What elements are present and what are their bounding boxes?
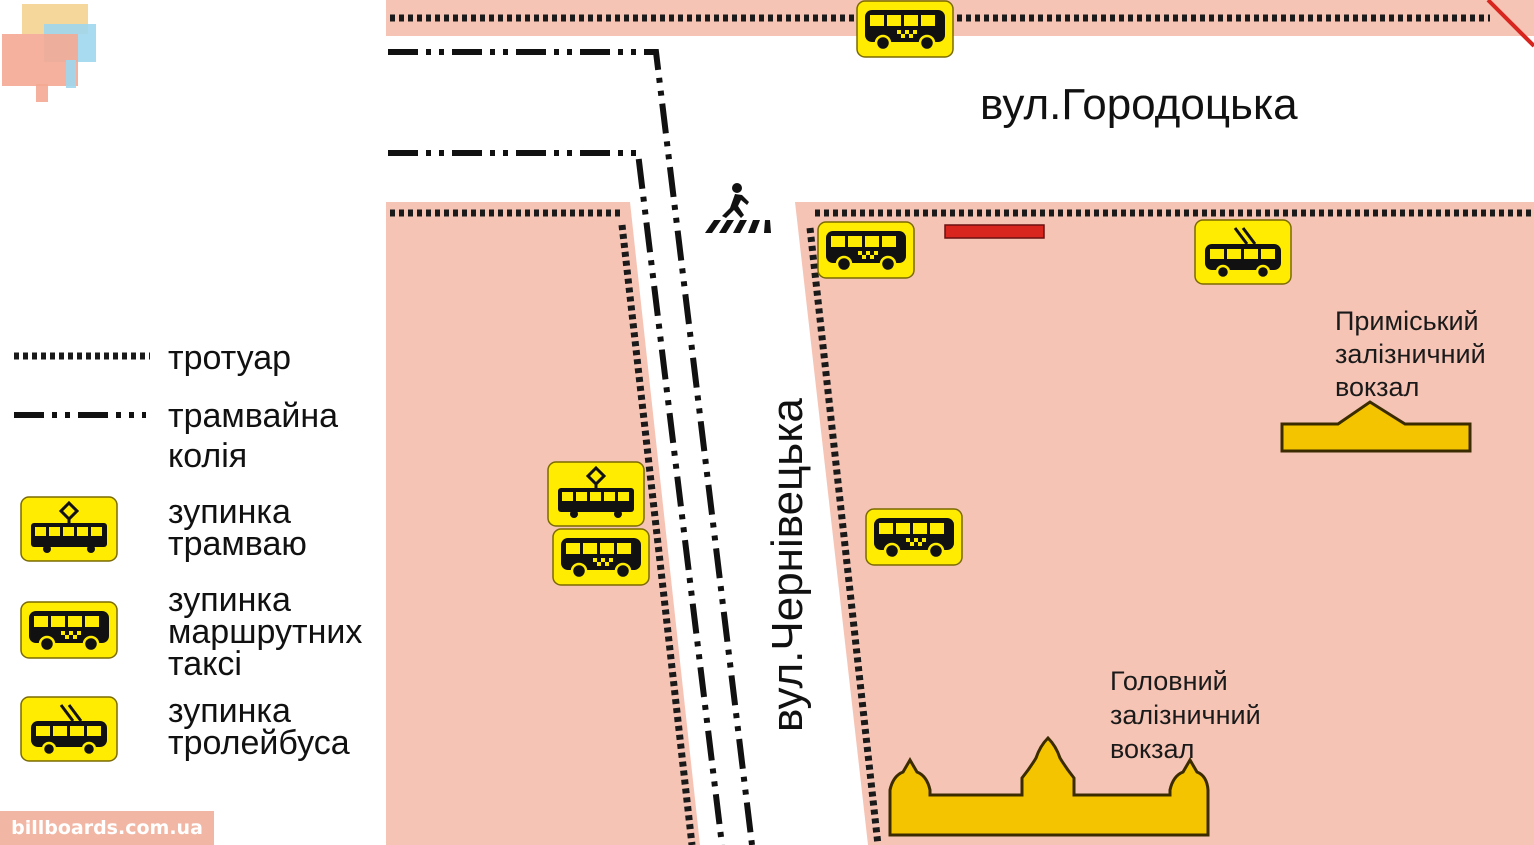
street-label-horodotska: вул.Городоцька (980, 80, 1298, 129)
railway-station-icon (888, 735, 1210, 837)
minibus-stop-icon (855, 0, 955, 59)
legend-trolleybus-stop-label: зупинка (168, 692, 291, 730)
watermark[interactable]: billboards.com.ua (0, 811, 214, 845)
trolleybus-stop-icon (1193, 218, 1293, 286)
main-station-label: вокзал (1110, 734, 1195, 764)
suburban-station-label: вокзал (1335, 372, 1420, 402)
legend-tram-stop-label: зупинка (168, 493, 291, 531)
legend-minibus-stop-label: маршрутних (168, 613, 363, 651)
legend-minibus-stop-label: зупинка (168, 581, 291, 619)
minibus-stop-icon (19, 600, 119, 660)
legend-trolleybus-stop-label: тролейбуса (168, 724, 350, 762)
tram-lines (388, 49, 755, 845)
block-right (795, 202, 1534, 845)
tram-stop-icon (546, 460, 646, 528)
main-station-label: Головний (1110, 666, 1228, 696)
minibus-stop-icon (864, 507, 964, 567)
legend-sidewalk-label: тротуар (168, 339, 292, 377)
railway-station-icon (1280, 400, 1472, 453)
legend-tram-line-label: колія (168, 437, 248, 475)
corner-marker (1486, 0, 1534, 48)
legend-tram-line-label: трамвайна (168, 397, 339, 435)
minibus-stop-icon (816, 220, 916, 280)
main-station-label: залізничний (1110, 700, 1261, 730)
suburban-station-label: залізничний (1335, 339, 1486, 369)
minibus-stop-icon (551, 527, 651, 587)
legend-minibus-stop-label: таксі (168, 645, 242, 683)
block-left (386, 202, 700, 845)
pedestrian-crossing-icon (705, 183, 771, 233)
street-label-chernivetska: вул.Чернівецька (763, 398, 812, 732)
suburban-station-label: Приміський (1335, 306, 1479, 336)
trolleybus-stop-icon (19, 695, 119, 763)
legend-tram-stop-label: трамваю (168, 525, 307, 563)
tram-stop-icon (19, 495, 119, 563)
red-marker (944, 224, 1045, 239)
logo-icon (2, 4, 96, 102)
